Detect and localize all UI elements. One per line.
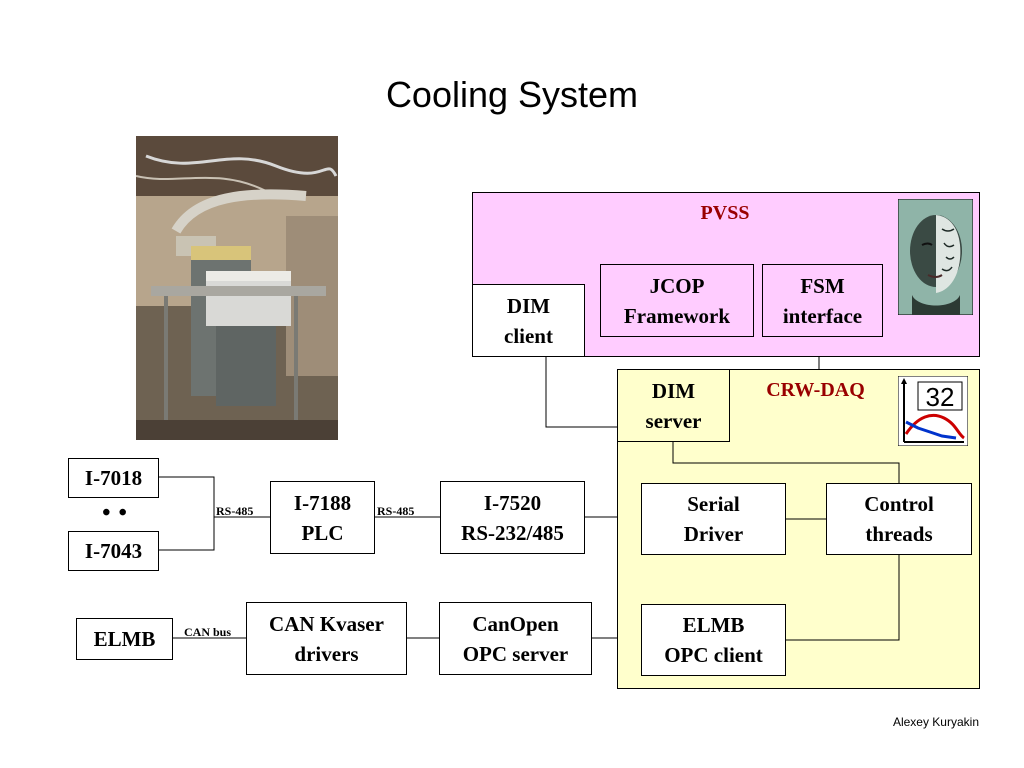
serial-driver-box: Serial Driver bbox=[641, 483, 786, 555]
slide-title: Cooling System bbox=[385, 74, 639, 115]
control-threads-box: Control threads bbox=[826, 483, 972, 555]
face-icon bbox=[898, 199, 973, 315]
author-credit: Alexey Kuryakin bbox=[892, 715, 979, 729]
i7043-box: I-7043 bbox=[68, 531, 159, 571]
jcop-framework-box: JCOP Framework bbox=[600, 264, 754, 337]
i7018-box: I-7018 bbox=[68, 458, 159, 498]
fsm-interface-box: FSM interface bbox=[762, 264, 883, 337]
i7188-plc-box: I-7188 PLC bbox=[270, 481, 375, 554]
rs485-label-right: RS-485 bbox=[377, 504, 415, 518]
dim-server-box: DIM server bbox=[617, 369, 730, 442]
i7520-box: I-7520 RS-232/485 bbox=[440, 481, 585, 554]
can-kvaser-box: CAN Kvaser drivers bbox=[246, 602, 407, 675]
can-bus-label: CAN bus bbox=[184, 625, 232, 639]
dim-client-box: DIM client bbox=[472, 284, 585, 357]
cooling-equipment-photo bbox=[136, 136, 338, 440]
elmb-opc-client-box: ELMB OPC client bbox=[641, 604, 786, 676]
crw-daq-label: CRW-DAQ bbox=[766, 379, 865, 401]
pvss-label: PVSS bbox=[700, 202, 750, 224]
rs485-label-left: RS-485 bbox=[216, 504, 254, 518]
trend-display-icon: 32 bbox=[898, 376, 968, 446]
elmb-box: ELMB bbox=[76, 618, 173, 660]
trend-display-value: 32 bbox=[926, 382, 955, 412]
canopen-opc-server-box: CanOpen OPC server bbox=[439, 602, 592, 675]
